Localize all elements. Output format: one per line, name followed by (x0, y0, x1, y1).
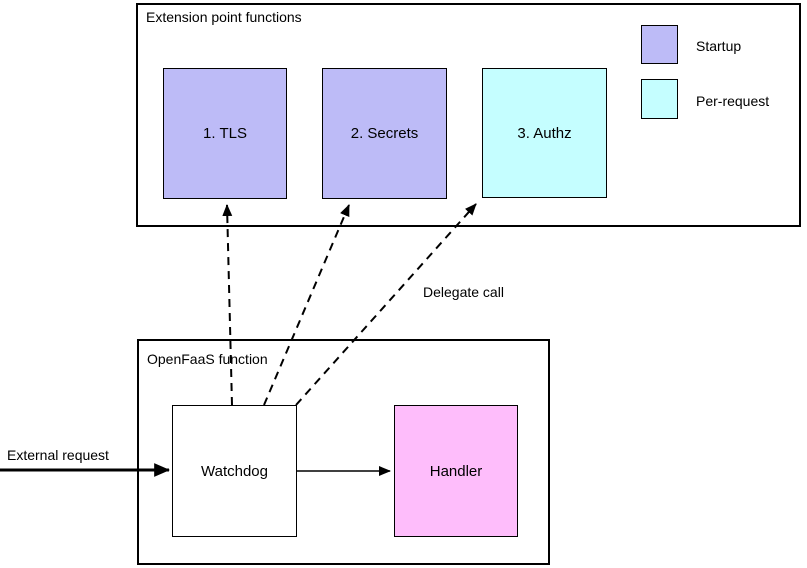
authz-label: 3. Authz (517, 124, 572, 142)
legend-startup-swatch (641, 25, 678, 64)
watchdog-label: Watchdog (201, 462, 268, 480)
secrets-box: 2. Secrets (322, 68, 447, 199)
openfaas-title: OpenFaaS function (147, 351, 268, 367)
watchdog-box: Watchdog (172, 405, 297, 537)
tls-box: 1. TLS (163, 68, 287, 199)
handler-box: Handler (394, 405, 518, 537)
legend-per-request-swatch (641, 79, 678, 119)
delegate-call-label: Delegate call (423, 284, 504, 300)
secrets-label: 2. Secrets (350, 125, 419, 142)
legend-per-request-label: Per-request (696, 93, 770, 109)
authz-box: 3. Authz (482, 68, 607, 198)
extension-point-title: Extension point functions (146, 9, 302, 25)
handler-label: Handler (429, 462, 483, 480)
tls-label: 1. TLS (203, 125, 247, 142)
legend-startup-label: Startup (696, 38, 742, 54)
external-request-label: External request (7, 447, 109, 463)
